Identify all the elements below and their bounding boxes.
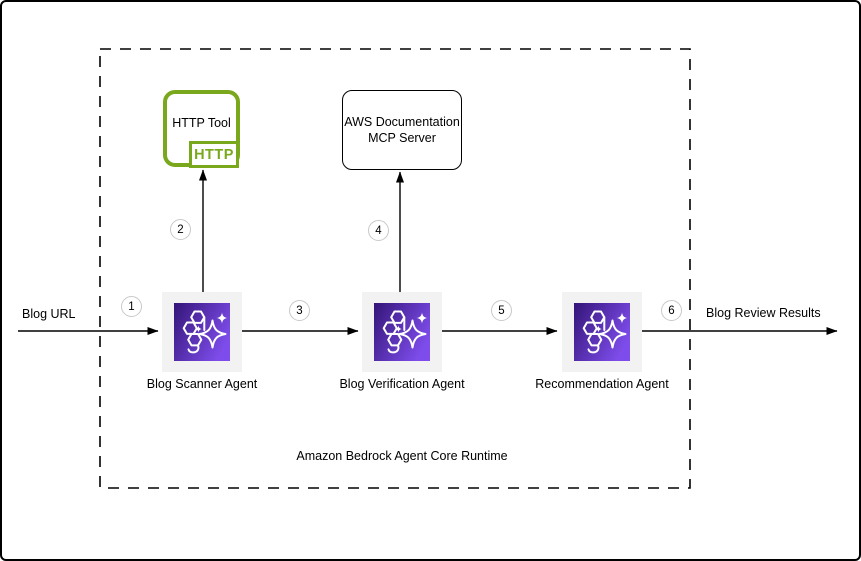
bedrock-agent-icon	[174, 303, 230, 361]
bedrock-agent-icon	[374, 303, 430, 361]
step-circle-5: 5	[491, 300, 512, 321]
step-circle-4: 4	[368, 220, 389, 241]
agent-node-recommendation	[562, 292, 642, 372]
agent-label-recommendation: Recommendation Agent	[535, 377, 669, 391]
step-circle-1: 1	[121, 296, 142, 317]
bedrock-agent-icon	[574, 303, 630, 361]
http-tool-label: HTTP Tool	[172, 116, 231, 130]
agent-node-blog-verification	[362, 292, 442, 372]
mcp-server-label-line1: AWS Documentation	[344, 114, 460, 129]
mcp-server-node: AWS Documentation MCP Server	[342, 90, 462, 170]
input-label-blog-url: Blog URL	[22, 307, 76, 321]
agent-label-blog-verification: Blog Verification Agent	[339, 377, 465, 391]
agent-label-blog-scanner: Blog Scanner Agent	[146, 377, 258, 391]
step-circle-6: 6	[661, 300, 682, 321]
step-circle-2: 2	[170, 219, 191, 240]
http-badge-icon: HTTP	[189, 141, 239, 168]
mcp-server-label-line2: MCP Server	[368, 131, 436, 145]
runtime-label: Amazon Bedrock Agent Core Runtime	[296, 449, 508, 463]
step-circle-3: 3	[289, 300, 310, 321]
output-label-blog-review-results: Blog Review Results	[706, 306, 821, 320]
agent-node-blog-scanner	[162, 292, 242, 372]
runtime-boundary	[99, 48, 691, 489]
